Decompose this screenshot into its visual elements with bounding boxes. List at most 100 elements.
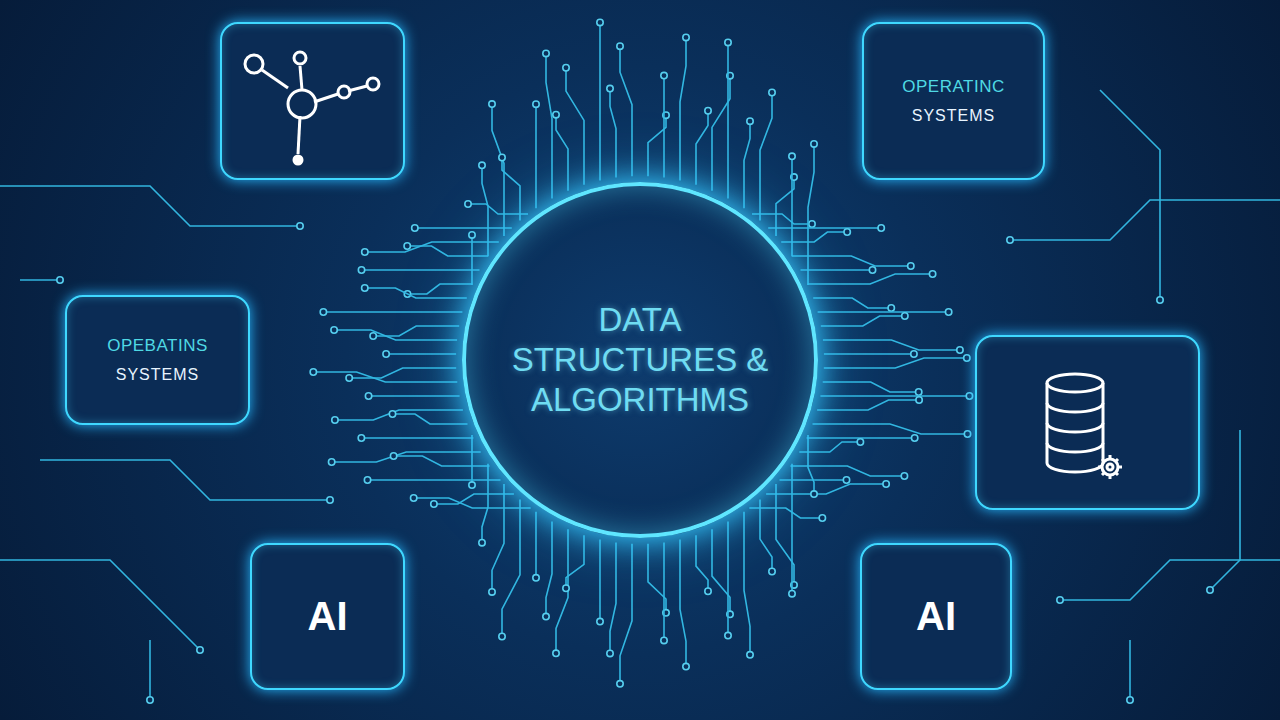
trace-dot xyxy=(811,491,817,497)
trace xyxy=(760,500,772,572)
trace xyxy=(818,311,949,313)
trace-dot xyxy=(725,632,731,638)
trace xyxy=(824,358,967,368)
trace-dot xyxy=(661,72,667,78)
trace xyxy=(546,53,552,198)
trace-dot xyxy=(911,435,917,441)
ai-box: AI xyxy=(250,543,405,690)
trace xyxy=(502,158,520,221)
database-icon-box xyxy=(975,335,1200,510)
trace-dot xyxy=(57,277,63,283)
trace xyxy=(546,522,552,617)
trace xyxy=(801,269,873,271)
trace-dot xyxy=(465,201,471,207)
trace-dot xyxy=(320,309,326,315)
trace-dot xyxy=(327,497,333,503)
trace-dot xyxy=(607,650,613,656)
trace-dot xyxy=(358,267,364,273)
trace-dot xyxy=(479,162,485,168)
trace-dot xyxy=(809,221,815,227)
node-label: OPERATINC xyxy=(902,77,1004,97)
trace-dot xyxy=(597,618,603,624)
trace-dot xyxy=(964,431,970,437)
trace-dot xyxy=(412,225,418,231)
trace-dot xyxy=(469,232,475,238)
trace-dot xyxy=(499,154,505,160)
trace-dot xyxy=(563,585,569,591)
trace xyxy=(349,368,456,378)
trace-dot xyxy=(358,435,364,441)
trace xyxy=(817,400,919,410)
trace-dot xyxy=(661,637,667,643)
trace xyxy=(680,540,686,667)
trace xyxy=(535,512,537,578)
trace xyxy=(1210,430,1240,590)
trace-dot xyxy=(553,111,559,117)
trace-dot xyxy=(811,141,817,147)
trace-dot xyxy=(908,263,914,269)
trace-dot xyxy=(597,19,603,25)
trace-dot xyxy=(964,355,970,361)
trace xyxy=(820,395,969,397)
trace-dot xyxy=(857,439,863,445)
trace xyxy=(610,89,616,178)
trace xyxy=(365,288,467,298)
trace-dot xyxy=(1127,697,1133,703)
trace-dot xyxy=(489,589,495,595)
trace xyxy=(556,115,568,191)
trace xyxy=(368,479,501,481)
trace xyxy=(313,372,457,382)
trace xyxy=(492,484,504,592)
trace-dot xyxy=(297,223,303,229)
os-box: OPERATINCSYSTEMS xyxy=(862,22,1045,180)
trace-dot xyxy=(902,313,908,319)
trace-dot xyxy=(390,453,396,459)
trace xyxy=(813,298,891,308)
trace-dot xyxy=(1157,297,1163,303)
graph-icon xyxy=(222,24,403,178)
trace xyxy=(727,522,729,636)
trace xyxy=(791,464,793,594)
trace xyxy=(407,246,488,256)
trace xyxy=(1129,640,1131,700)
trace-group xyxy=(0,19,1280,703)
trace xyxy=(813,424,968,434)
trace-dot xyxy=(901,473,907,479)
trace xyxy=(781,232,847,242)
trace-dot xyxy=(328,459,334,465)
trace-dot xyxy=(843,477,849,483)
trace-dot xyxy=(789,590,795,596)
trace-dot xyxy=(362,285,368,291)
trace-dot xyxy=(915,389,921,395)
trace xyxy=(823,340,960,350)
trace-dot xyxy=(617,681,623,687)
trace-dot xyxy=(543,613,549,619)
trace-dot xyxy=(533,101,539,107)
trace-dot xyxy=(553,650,559,656)
trace-dot xyxy=(563,65,569,71)
trace-dot xyxy=(683,34,689,40)
trace xyxy=(760,93,772,221)
trace xyxy=(482,165,488,256)
trace xyxy=(471,435,473,485)
trace xyxy=(0,560,200,650)
trace xyxy=(323,311,462,313)
trace xyxy=(482,464,488,543)
trace xyxy=(373,326,459,336)
trace xyxy=(823,382,919,392)
trace xyxy=(620,46,632,176)
trace xyxy=(20,279,60,281)
node-label: AI xyxy=(308,594,348,639)
trace xyxy=(361,437,473,439)
trace xyxy=(40,460,330,500)
trace xyxy=(768,227,881,229)
trace-dot xyxy=(469,482,475,488)
trace-dot xyxy=(479,539,485,545)
trace xyxy=(791,156,793,256)
trace xyxy=(566,535,584,588)
trace xyxy=(407,284,472,294)
trace xyxy=(468,204,528,214)
trace xyxy=(1100,90,1160,300)
trace-dot xyxy=(878,225,884,231)
trace-dot xyxy=(911,351,917,357)
